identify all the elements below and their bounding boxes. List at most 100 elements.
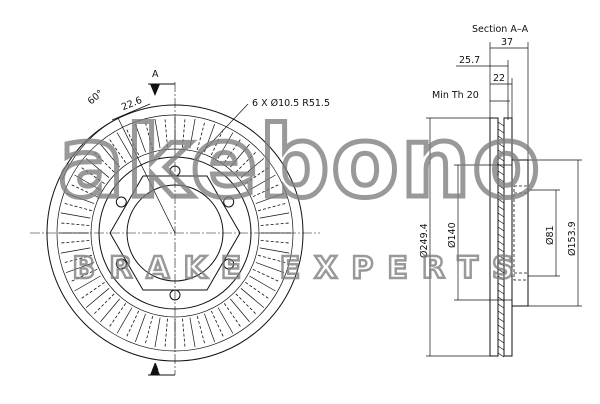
vane-line: [252, 268, 281, 283]
vane-line: [245, 166, 271, 185]
vane-line: [230, 298, 250, 323]
watermark-logo-text: akebono: [58, 106, 542, 220]
dia-249-4-label: Ø249.4: [419, 223, 430, 258]
section-arrow-top: [150, 84, 160, 96]
dia-140-label: Ø140: [447, 222, 458, 248]
rotor-right-plate: [503, 117, 513, 357]
dim-25-7-label: 25.7: [459, 55, 480, 66]
section-vane: [497, 198, 505, 204]
section-vane: [497, 191, 505, 197]
vane-line: [255, 262, 285, 274]
section-vane: [497, 233, 505, 239]
bolt-hole: [115, 258, 127, 270]
section-vane: [497, 121, 505, 127]
vane-line: [85, 158, 110, 178]
bolt-hole: [223, 196, 235, 208]
vane-line: [59, 222, 90, 226]
watermark-tagline: BRAKE EXPERTS: [72, 251, 527, 286]
section-vane: [497, 282, 505, 288]
vane-line: [260, 222, 291, 226]
angle-arc: [61, 117, 119, 181]
vane-line: [79, 281, 105, 300]
bolt-hole: [223, 258, 235, 270]
section-vane: [497, 142, 505, 148]
vane-line: [69, 268, 98, 283]
rotor-left-plate: [489, 117, 499, 357]
section-vanes: [497, 121, 505, 358]
section-vane: [497, 352, 505, 358]
dia-81-label: Ø81: [545, 225, 556, 245]
hub-bore-section: [513, 185, 529, 281]
section-vane: [497, 135, 505, 141]
holes-note: 6 X Ø10.5 R51.5: [252, 98, 330, 109]
vane-line: [249, 275, 276, 292]
section-vane: [497, 170, 505, 176]
dia-153-9-label: Ø153.9: [567, 221, 578, 256]
vane-line: [210, 310, 225, 339]
vane-line: [144, 315, 154, 346]
angle-label: 60°: [86, 88, 106, 107]
vane-line: [223, 303, 242, 329]
vane-line: [204, 313, 216, 343]
vane-line: [204, 123, 216, 153]
vane-line: [217, 307, 234, 334]
vane-line: [125, 127, 140, 156]
section-vane: [497, 310, 505, 316]
section-vane: [497, 128, 505, 134]
section-vane: [497, 205, 505, 211]
vane-line: [210, 127, 225, 156]
section-vane: [497, 226, 505, 232]
vane-line: [92, 293, 115, 316]
section-marker-bottom: A: [152, 362, 159, 373]
section-title: Section A–A: [472, 24, 529, 35]
vane-line: [154, 118, 161, 149]
vane-line: [196, 315, 206, 346]
vane-line: [252, 183, 281, 198]
vane-line: [217, 132, 234, 159]
vane-line: [240, 158, 265, 178]
vane-line: [245, 281, 271, 300]
angle-leader: [117, 117, 176, 234]
slot-dim-line: [111, 103, 151, 121]
min-thickness-label: Min Th 20: [432, 90, 479, 101]
section-vane: [497, 184, 505, 190]
vane-line: [100, 298, 120, 323]
vane-line: [108, 137, 127, 163]
vane-line: [74, 275, 101, 292]
front-view: A A 60° 22.6 6 X Ø10.5 R51.5: [30, 69, 330, 376]
section-vane: [497, 149, 505, 155]
vane-line: [240, 288, 265, 308]
vane-line: [255, 192, 285, 204]
akebono-watermark: akebono BRAKE EXPERTS: [56, 104, 543, 288]
vane-line: [182, 318, 186, 349]
vane-line: [260, 240, 291, 244]
section-vane: [497, 345, 505, 351]
vane-line: [164, 117, 168, 148]
section-vane: [497, 268, 505, 274]
vane-line: [134, 313, 146, 343]
vane-line: [189, 317, 196, 348]
vane-line: [182, 117, 186, 148]
ventilation-vanes: [59, 117, 291, 349]
vane-line: [65, 192, 95, 204]
section-vane: [497, 156, 505, 162]
section-vane: [497, 219, 505, 225]
section-marker-top: A: [152, 69, 159, 80]
section-vane: [497, 303, 505, 309]
section-vane: [497, 289, 505, 295]
vane-line: [134, 123, 146, 153]
vane-line: [74, 174, 101, 191]
vane-line: [230, 143, 250, 168]
vane-line: [164, 318, 168, 349]
section-view: Section A–A 37 25.7 22 Min Th 20 Ø249.4 …: [419, 24, 582, 358]
vane-line: [79, 166, 105, 185]
vane-line: [116, 307, 133, 334]
section-arrow-bottom: [150, 363, 160, 375]
vane-line: [154, 317, 161, 348]
vane-line: [60, 247, 91, 254]
vane-line: [116, 132, 133, 159]
vane-line: [100, 143, 120, 168]
vane-line: [108, 303, 127, 329]
vane-line: [259, 212, 290, 219]
